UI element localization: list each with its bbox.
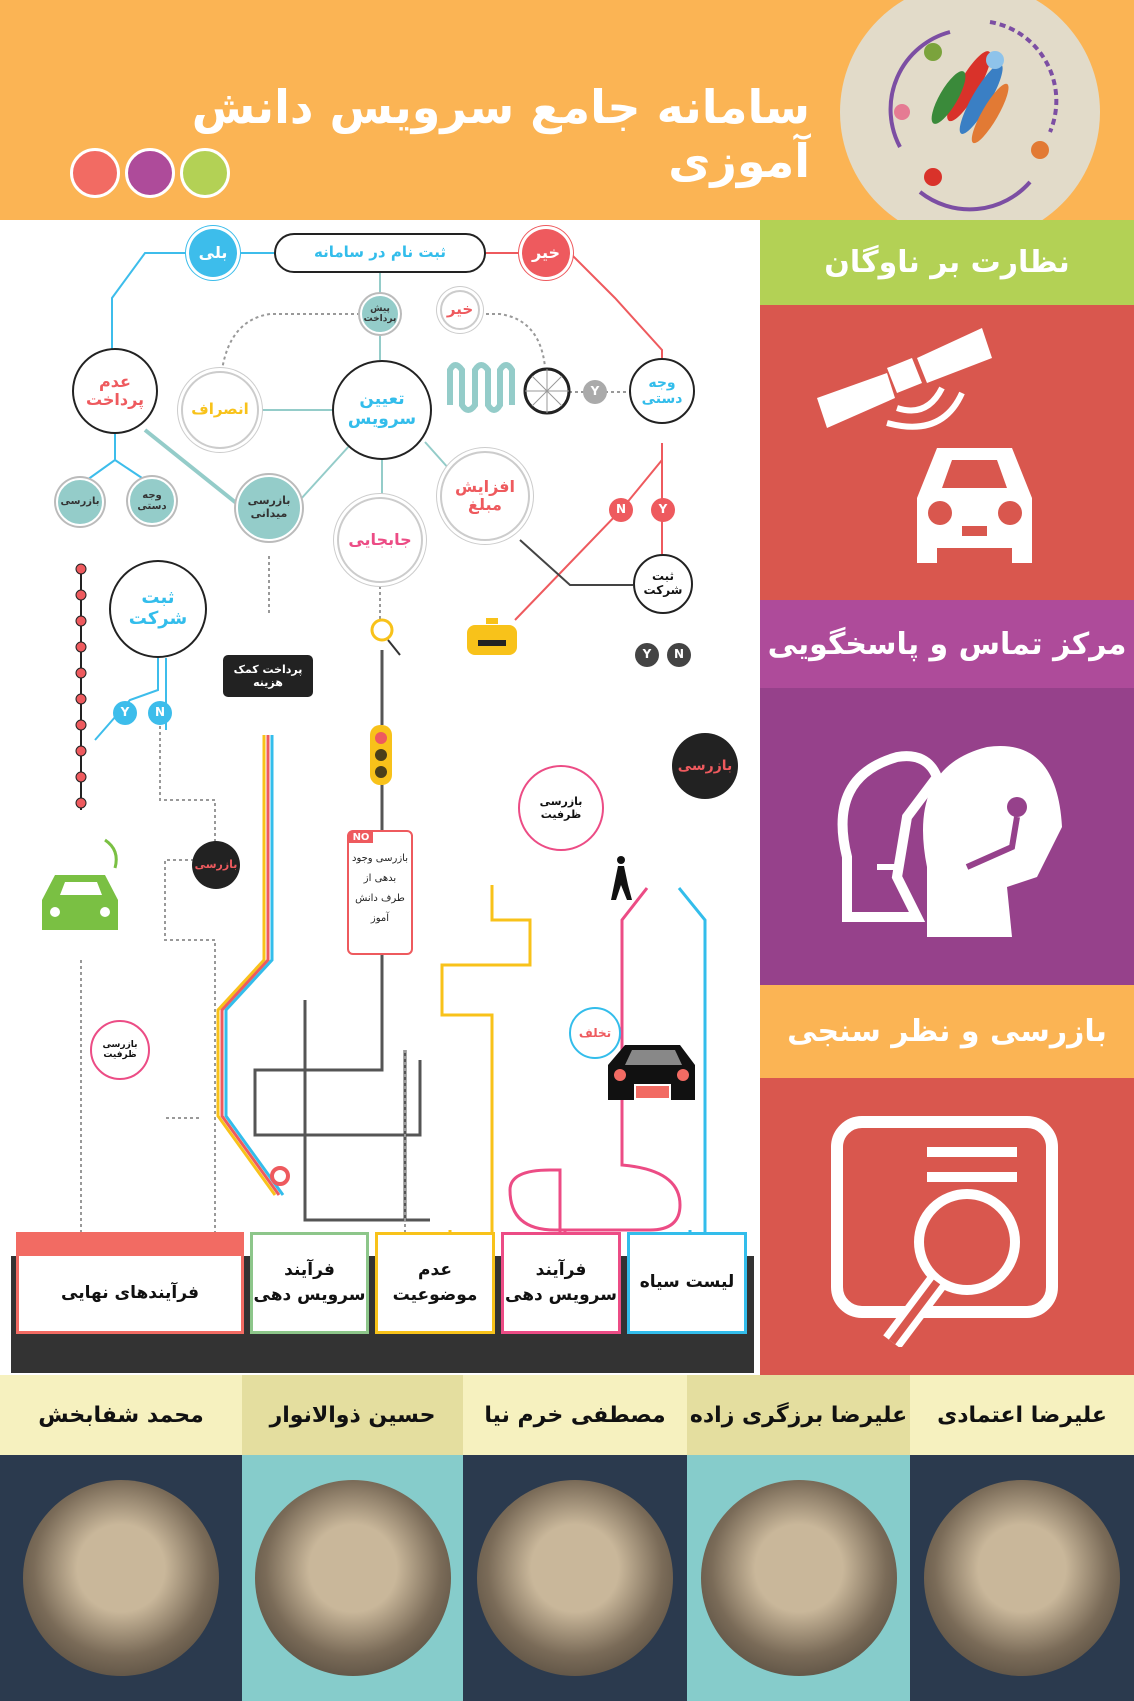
company-reg-left-node[interactable]: ثبت شرکت: [109, 560, 207, 658]
y-node[interactable]: Y: [583, 380, 607, 404]
non-payment-node[interactable]: عدم پرداخت: [72, 348, 158, 434]
page-title: سامانه جامع سرویس دانش آموزی: [191, 80, 810, 188]
green-dot: [180, 148, 230, 198]
outcome-service-process-1[interactable]: فرآیند سرویس دهی: [250, 1232, 369, 1334]
grey-dashed-arc: [221, 313, 546, 371]
team-photo-2: [242, 1455, 463, 1701]
final-processes-box: فرآیندهای نهایی: [16, 1232, 244, 1334]
outcome-blacklist[interactable]: لیست سیاه: [627, 1232, 747, 1334]
green-car-icon: [42, 838, 118, 930]
team-name-4: علیرضا برزگری زاده: [687, 1375, 910, 1455]
walking-person-icon: [611, 856, 632, 900]
team-name-3: مصطفی خرم نیا: [463, 1375, 687, 1455]
relocation-node[interactable]: جابجایی: [337, 497, 423, 583]
inspection-panel: [760, 1078, 1134, 1375]
yes-node[interactable]: بلی: [189, 229, 237, 277]
traffic-light-icon: [370, 725, 392, 785]
assign-service-node[interactable]: تعیین سرویس: [332, 360, 432, 460]
team-photo-1: [0, 1455, 242, 1701]
avatar: [924, 1480, 1120, 1676]
no-card: NO بازرسی وجود بدهی از طرف دانش آموز: [347, 830, 413, 955]
subsidy-payment-sign[interactable]: پرداخت کمک هزینه: [223, 655, 313, 697]
call-center-title: مرکز تماس و پاسخگویی: [760, 600, 1134, 688]
rainbow-route: [216, 735, 285, 1196]
call-center-panel: [760, 688, 1134, 985]
red-stop-chain: [75, 563, 87, 809]
register-node[interactable]: ثبت نام در سامانه: [274, 233, 486, 273]
n-red-node[interactable]: N: [609, 498, 633, 522]
y-red-node[interactable]: Y: [651, 498, 675, 522]
flow-lines: [42, 252, 707, 1260]
team-photo-3: [463, 1455, 687, 1701]
cash-right-node[interactable]: وجه دستی: [629, 358, 695, 424]
yes-line: [111, 252, 274, 370]
satellite-car-icon: [817, 327, 1032, 563]
inspection-title: بازرسی و نظر سنجی: [760, 985, 1134, 1078]
n-dark-node[interactable]: N: [667, 643, 691, 667]
team-photo-5: [910, 1455, 1134, 1701]
company-reg-right-node[interactable]: ثبت شرکت: [633, 554, 693, 614]
field-inspection-node[interactable]: بازرسی میدانی: [236, 475, 302, 541]
violation-bubble: تخلف: [569, 1007, 621, 1059]
no-tag: NO: [349, 832, 373, 843]
fleet-monitoring-title: نظارت بر ناوگان: [760, 220, 1134, 305]
outcome-not-applicable[interactable]: عدم موضوعیت: [375, 1232, 495, 1334]
key-icon: [370, 618, 401, 656]
outcome-service-process-2[interactable]: فرآیند سرویس دهی: [501, 1232, 621, 1334]
capacity-check-right-bubble: بازرسی ظرفیت: [518, 765, 604, 851]
cycle-logo-icon: [888, 20, 1059, 212]
team-name-2: حسین ذوالانوار: [242, 1375, 463, 1455]
logo: [840, 0, 1100, 242]
black-car-icon: [608, 1045, 695, 1100]
inspection-small-node[interactable]: بازرسی: [56, 478, 104, 526]
bicycle-wheel-icon: [523, 367, 571, 415]
taxi-icon: [467, 618, 517, 655]
document-search-icon: [831, 1115, 1058, 1347]
cash-left-node[interactable]: وجه دستی: [128, 477, 176, 525]
y-dark-node[interactable]: Y: [635, 643, 659, 667]
fleet-monitoring-panel: [760, 305, 1134, 600]
inspection-right-node[interactable]: بازرسی: [672, 733, 738, 799]
headset-support-icon: [837, 745, 1062, 937]
y-blue-node[interactable]: Y: [113, 701, 137, 725]
n-blue-node[interactable]: N: [148, 701, 172, 725]
no-line: [486, 252, 663, 358]
prepayment-node[interactable]: پیش پرداخت: [360, 294, 400, 334]
cancel-node[interactable]: انصراف: [181, 371, 259, 449]
increase-amount-node[interactable]: افزایش مبلغ: [440, 451, 530, 541]
avatar: [254, 1480, 451, 1676]
wiggle: [447, 362, 515, 413]
no-card-text: بازرسی وجود بدهی از طرف دانش آموز: [351, 853, 408, 924]
team-photo-4: [687, 1455, 910, 1701]
purple-dot: [125, 148, 175, 198]
avatar: [477, 1480, 673, 1676]
avatar: [700, 1480, 897, 1676]
team-name-5: علیرضا اعتمادی: [910, 1375, 1134, 1455]
capacity-check-left-bubble: بازرسی ظرفیت: [90, 1020, 150, 1080]
no-small-node[interactable]: خیر: [440, 290, 480, 330]
team-name-1: محمد شفابخش: [0, 1375, 242, 1455]
avatar: [23, 1480, 219, 1676]
no-node[interactable]: خیر: [522, 229, 570, 277]
red-dot: [70, 148, 120, 198]
inspection-left-node[interactable]: بازرسی: [192, 841, 240, 889]
